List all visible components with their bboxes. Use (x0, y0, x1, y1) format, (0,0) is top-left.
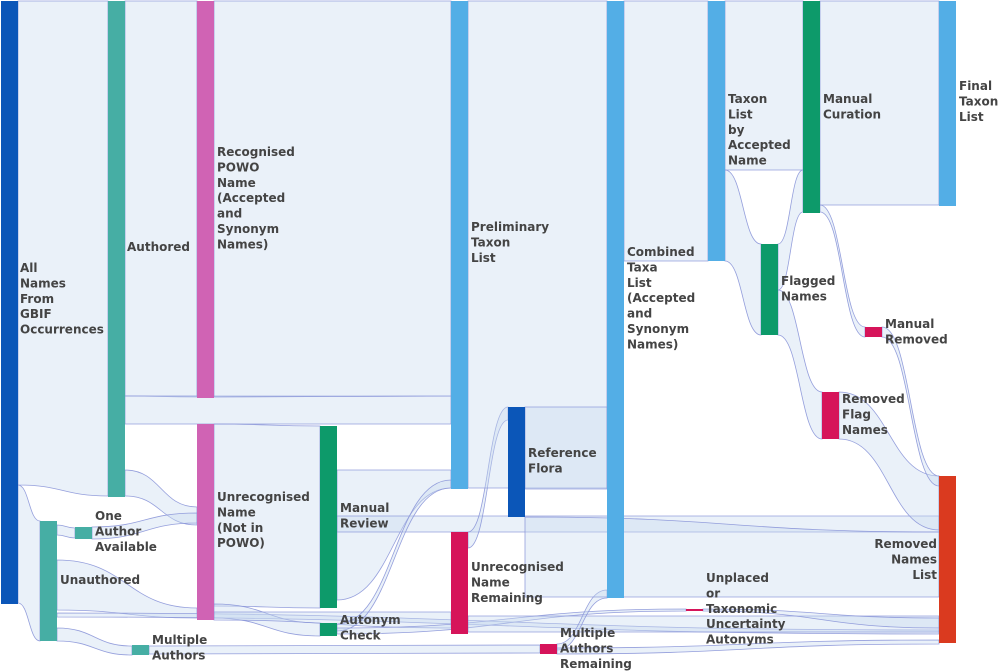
node-unplaced[interactable] (686, 609, 703, 611)
node-autonym[interactable] (320, 623, 337, 636)
node-manual_review[interactable] (320, 426, 337, 608)
link-authored-to-prelim (124, 395, 452, 425)
node-prelim[interactable] (451, 1, 468, 489)
links-layer (17, 0, 940, 656)
link-unauthored-to-multi_authors (56, 627, 133, 656)
node-removed_list[interactable] (939, 476, 956, 643)
node-one_author[interactable] (75, 527, 92, 539)
link-gbif-to-unauthored (17, 484, 41, 642)
node-unauthored[interactable] (40, 521, 57, 641)
node-manual_curation[interactable] (803, 1, 820, 213)
node-unrecognised[interactable] (197, 424, 214, 620)
link-multi_remaining-to-removed_list (556, 639, 940, 655)
link-combined-to-by_accepted (623, 0, 709, 262)
node-recognised[interactable] (197, 1, 214, 398)
link-gbif-to-authored (17, 0, 109, 497)
node-flagged[interactable] (761, 244, 778, 335)
link-by_accepted-to-flagged (724, 169, 762, 336)
link-unauthored-to-one_author (56, 524, 76, 539)
link-authored-to-recognised (124, 0, 198, 398)
node-multi_remaining[interactable] (540, 644, 557, 654)
node-combined[interactable] (607, 1, 624, 598)
node-authored[interactable] (108, 1, 125, 497)
link-unauthored-to-unrecognised (56, 559, 198, 619)
label-unauthored: Unauthored (60, 573, 140, 587)
node-ref_flora[interactable] (508, 407, 525, 517)
node-removed_flag[interactable] (822, 392, 839, 439)
label-authored: Authored (127, 240, 190, 254)
node-final[interactable] (939, 1, 956, 206)
link-multi_authors-to-multi_remaining (148, 644, 541, 655)
link-manual_curation-to-manual_removed (819, 204, 866, 338)
link-flagged-to-removed_flag (777, 289, 823, 440)
node-multi_authors[interactable] (132, 645, 149, 655)
node-unrec_remaining[interactable] (451, 532, 468, 634)
nodes-layer (1, 1, 956, 655)
node-manual_removed[interactable] (865, 327, 882, 337)
link-flagged-to-manual_curation (777, 169, 804, 291)
link-manual_review-to-prelim (336, 469, 452, 601)
node-by_accepted[interactable] (708, 1, 725, 261)
node-gbif[interactable] (1, 1, 18, 604)
